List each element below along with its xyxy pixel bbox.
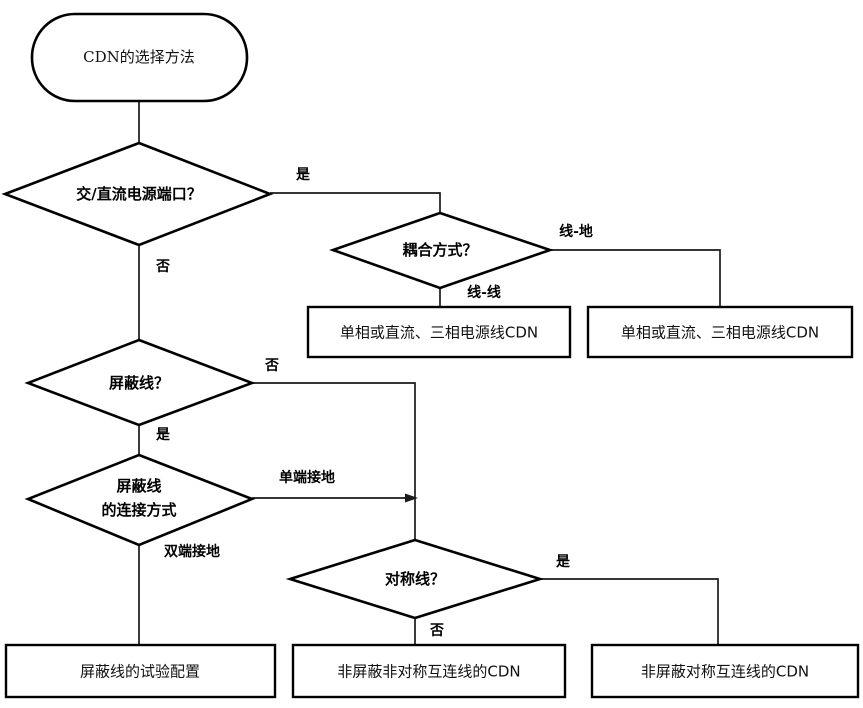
connector-layer	[138, 101, 721, 645]
node-decision-shield-connection[interactable]: 屏蔽线 的连接方式	[24, 453, 256, 547]
node-decision-coupling-mode-label: 耦合方式？	[402, 241, 477, 259]
node-decision-coupling-mode[interactable]: 耦合方式？	[329, 211, 555, 290]
node-process-unshielded-unbalanced-cdn[interactable]: 非屏蔽非对称互连线的CDN	[291, 643, 567, 699]
edge-label-d4-double-ground: 双端接地	[164, 543, 220, 560]
node-decision-shield-connection-label-line1: 屏蔽线	[116, 477, 161, 495]
node-process-shielded-test-setup-label: 屏蔽线的试验配置	[80, 663, 200, 681]
node-process-power-line-cdn-right-label: 单相或直流、三相电源线CDN	[621, 324, 819, 342]
edge-label-d2-line-ground: 线-地	[559, 223, 593, 240]
node-decision-shielded-cable[interactable]: 屏蔽线？	[24, 338, 256, 427]
node-decision-balanced-line[interactable]: 对称线？	[285, 538, 545, 620]
edge-label-d3-no: 否	[264, 358, 279, 374]
edge-label-d5-no: 否	[429, 623, 444, 639]
node-process-unshielded-balanced-cdn[interactable]: 非屏蔽对称互连线的CDN	[590, 643, 860, 699]
edge-d1-yes-to-d2	[270, 192, 441, 213]
edge-d2-lineground-to-r2	[550, 249, 721, 307]
node-process-power-line-cdn-left-label: 单相或直流、三相电源线CDN	[340, 324, 538, 342]
edge-label-d5-yes: 是	[556, 554, 571, 570]
node-process-unshielded-unbalanced-cdn-label: 非屏蔽非对称互连线的CDN	[337, 663, 520, 681]
edge-d5-yes-to-r5	[540, 578, 719, 645]
node-decision-shield-connection-label-line2: 的连接方式	[101, 501, 176, 519]
edge-label-layer: 是 否 线-地 线-线 否 是 单端接地 双端接地 是 否	[155, 167, 593, 639]
node-process-shielded-test-setup[interactable]: 屏蔽线的试验配置	[4, 643, 277, 699]
edge-d3-no-to-d5	[252, 382, 416, 540]
arrowhead-single-ground	[405, 493, 418, 503]
node-start[interactable]: CDN的选择方法	[30, 12, 249, 103]
edge-label-d1-yes: 是	[296, 167, 311, 183]
node-start-label: CDN的选择方法	[83, 48, 195, 66]
edge-label-d2-line-line: 线-线	[467, 284, 501, 301]
node-process-power-line-cdn-left[interactable]: 单相或直流、三相电源线CDN	[306, 305, 572, 359]
edge-label-d1-no: 否	[155, 259, 170, 275]
edge-label-d3-yes: 是	[156, 427, 171, 443]
node-decision-power-port[interactable]: 交/直流电源端口？	[1, 141, 274, 247]
node-decision-shielded-cable-label: 屏蔽线？	[109, 374, 169, 392]
edge-label-d4-single-ground: 单端接地	[279, 469, 335, 486]
node-decision-balanced-line-label: 对称线？	[385, 570, 445, 588]
node-decision-power-port-label: 交/直流电源端口？	[76, 185, 201, 203]
node-process-unshielded-balanced-cdn-label: 非屏蔽对称互连线的CDN	[641, 663, 809, 681]
node-process-power-line-cdn-right[interactable]: 单相或直流、三相电源线CDN	[586, 305, 854, 359]
